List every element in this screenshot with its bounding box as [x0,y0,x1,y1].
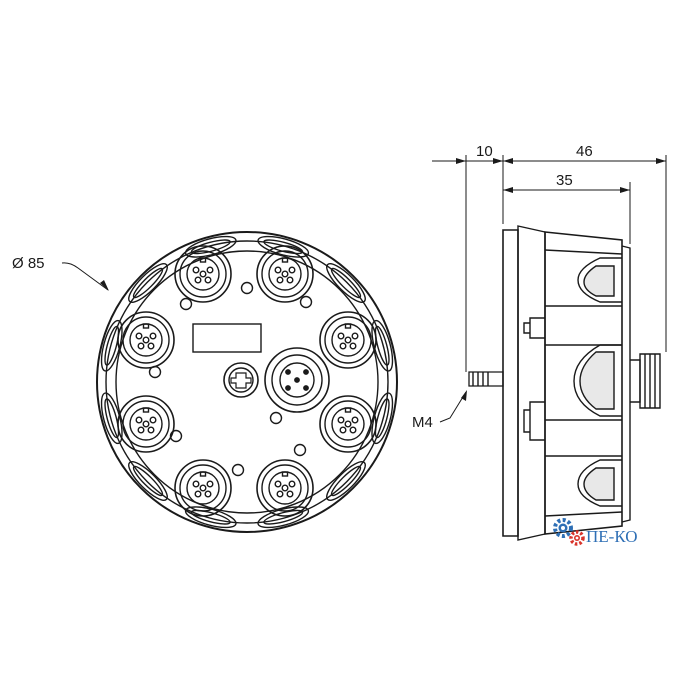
rim-lobe [128,263,168,303]
dim-offset-label: 10 [476,143,493,160]
thread-label: M4 [412,414,433,431]
rim-lobe [326,263,366,303]
m12-socket [117,395,175,453]
diameter-label: Ø 85 [12,255,45,272]
rim-lobe [326,461,366,501]
gear-icon [553,518,585,546]
base-plate [502,229,519,537]
housing-body [544,231,623,535]
small-holes [148,281,313,477]
dimension-lines [432,155,667,372]
dim-total-depth-label: 46 [576,143,593,160]
rim-lobe [128,461,168,501]
front-face [115,250,379,514]
side-view [468,225,661,541]
side-connector-bumps [573,257,622,507]
rim-lobes [100,235,394,529]
m12-socket [174,459,232,517]
central-connector [264,347,330,413]
thread-callout: M4 [412,390,467,431]
dim-body-depth-label: 35 [556,172,573,189]
front-outer-rim [96,231,398,533]
label-window [192,323,262,353]
diameter-callout: Ø 85 [12,255,109,291]
mounting-screw-icon [223,362,259,398]
m12-socket [174,245,232,303]
socket-group [117,245,377,517]
m12-socket [256,459,314,517]
m12-socket [319,311,377,369]
threaded-stud [468,371,504,387]
side-m12-connector [630,353,661,409]
rim-lobe [257,506,310,529]
m12-socket [319,395,377,453]
front-inner-rim [105,240,389,524]
brand-logo: ПЕ-КО [553,518,638,546]
m12-socket [117,311,175,369]
logo-text: ПЕ-КО [586,527,638,546]
rim-lobe [184,235,237,258]
dimension-arrows [456,158,666,193]
front-view [96,231,398,533]
m12-socket [256,245,314,303]
